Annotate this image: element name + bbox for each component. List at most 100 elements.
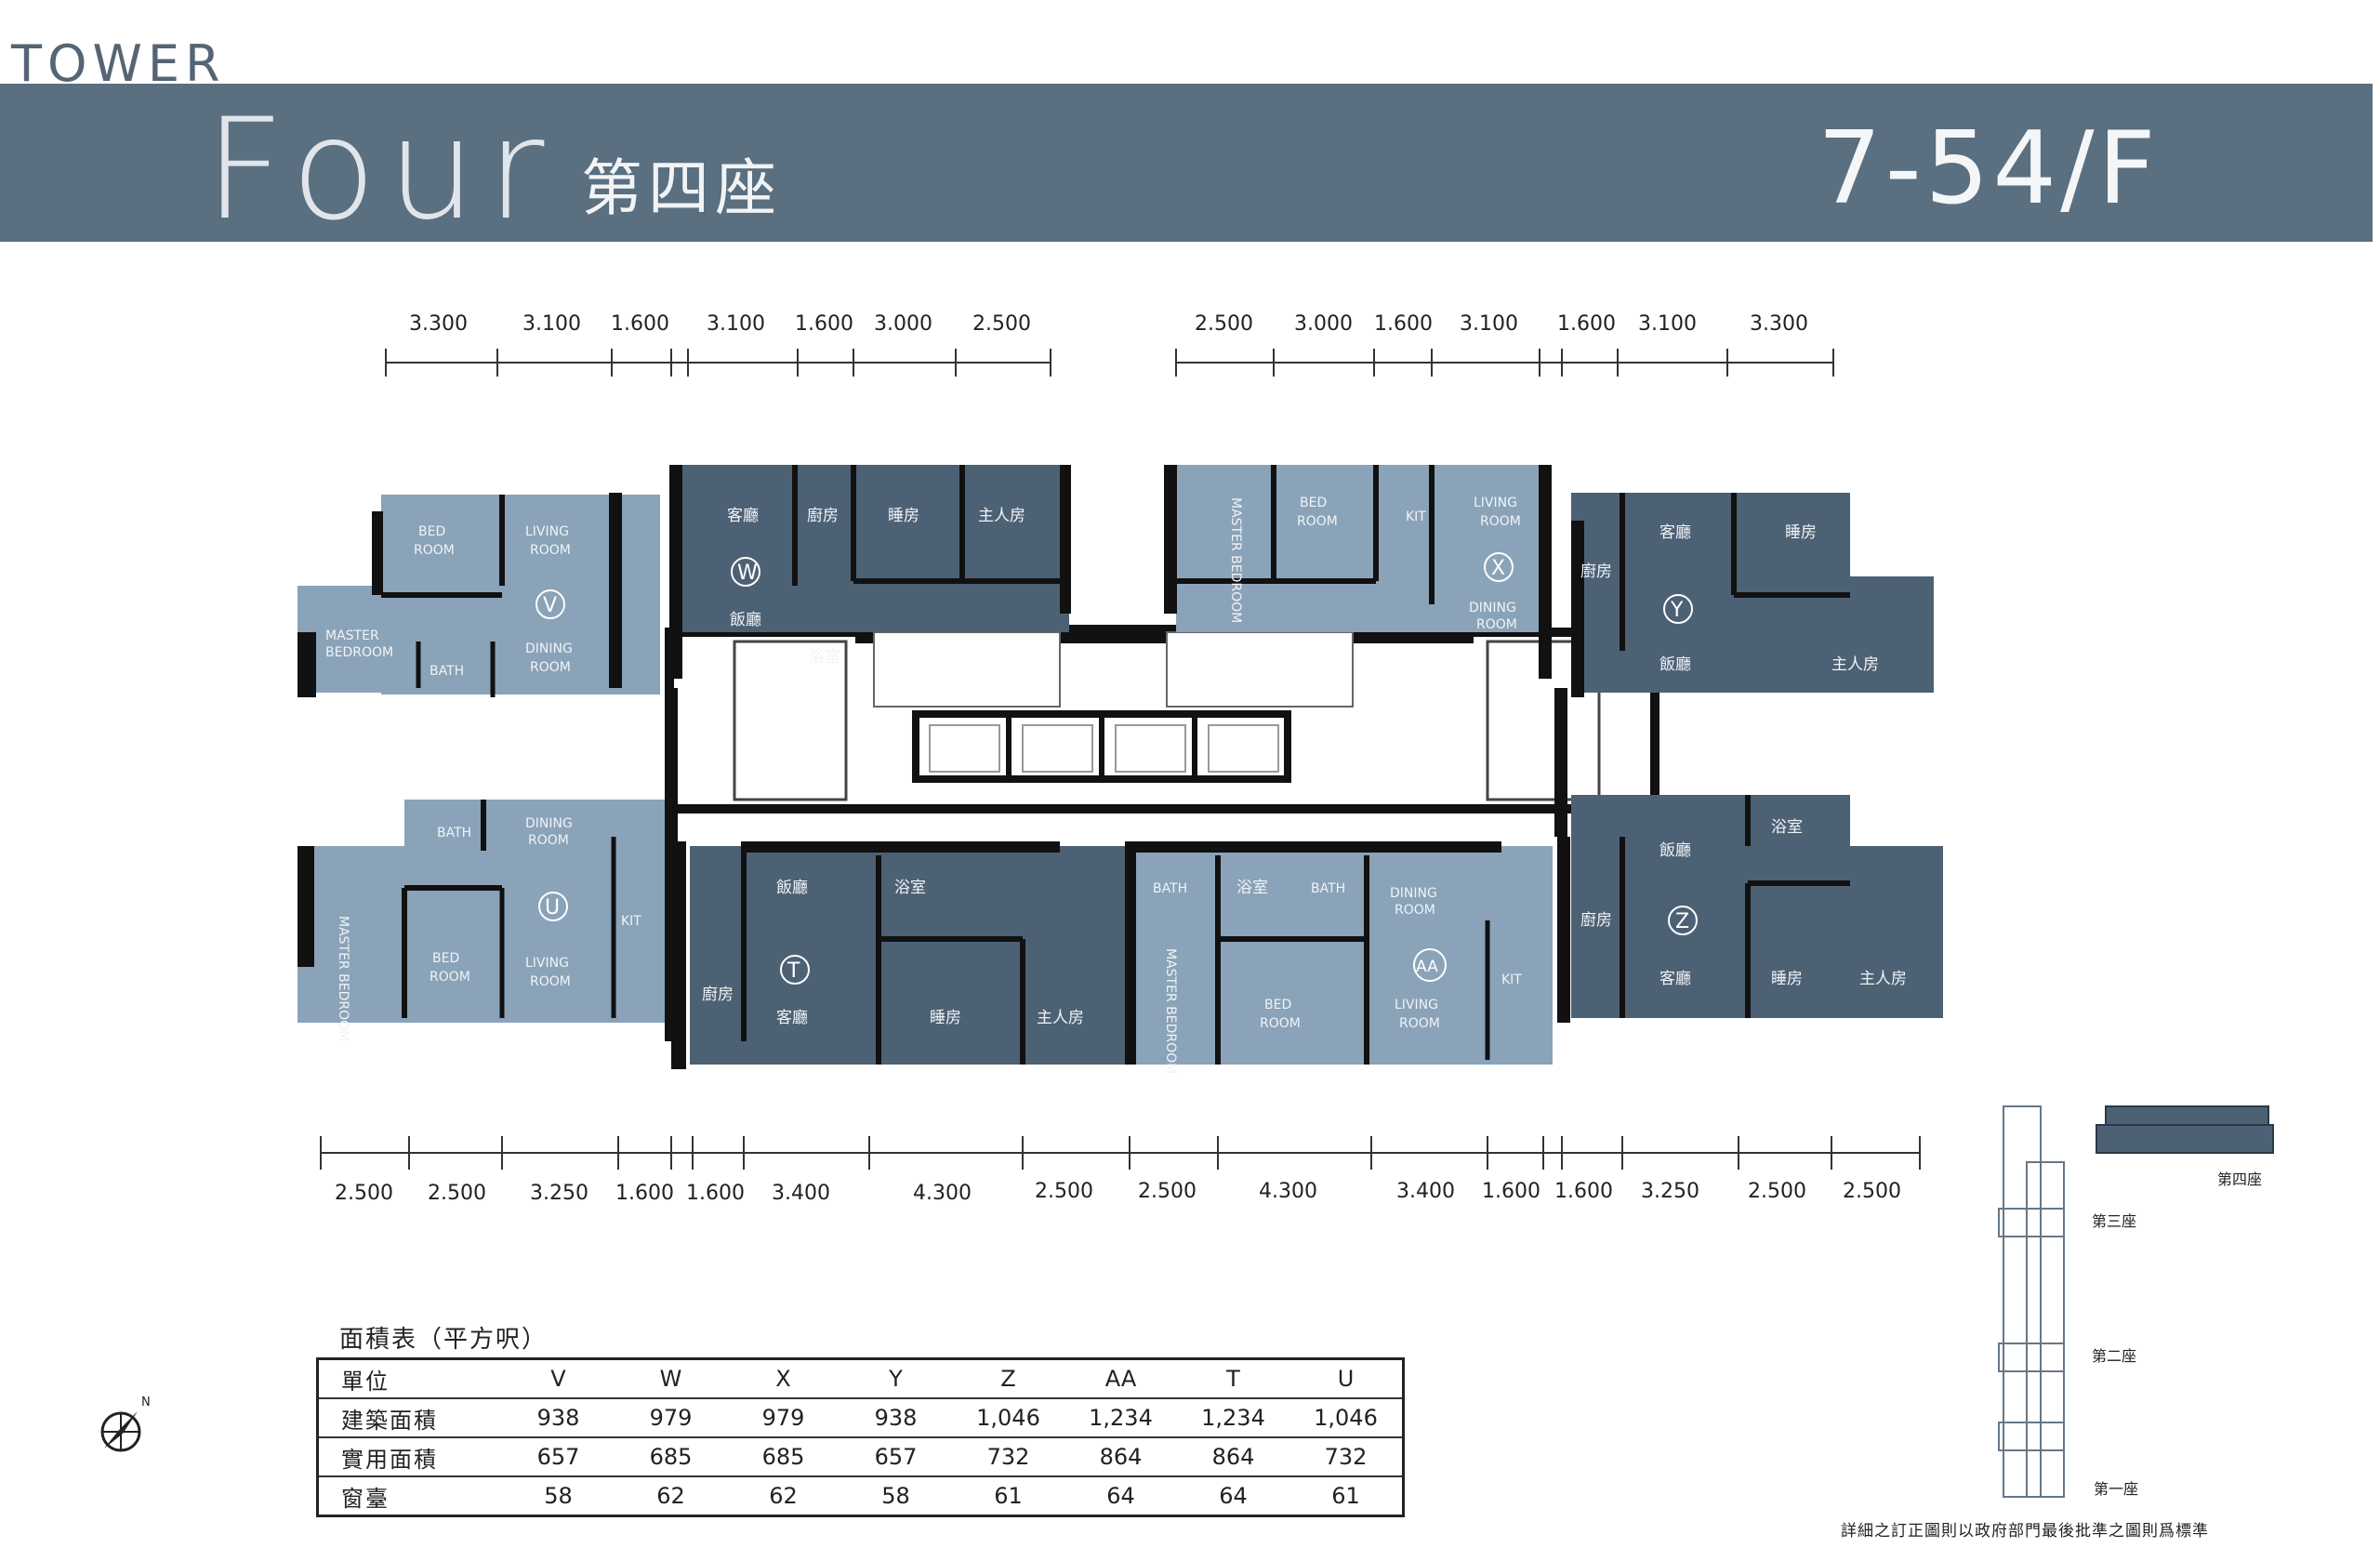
table-cell: 1,234 bbox=[1177, 1397, 1289, 1437]
title-chinese: 第四座 bbox=[581, 152, 782, 224]
table-cell: 58 bbox=[502, 1475, 615, 1516]
dimension-ruler-top-left bbox=[385, 349, 1051, 377]
room-label: ROOM bbox=[430, 970, 470, 985]
table-cell: 61 bbox=[952, 1475, 1064, 1516]
table-cell: AA bbox=[1104, 1366, 1137, 1392]
unit-w: 客廳 廚房 睡房 主人房 飯廳 浴室 W bbox=[669, 465, 1071, 679]
room-label: ROOM bbox=[414, 543, 455, 558]
dimension-label: 1.600 bbox=[1554, 1180, 1613, 1203]
room-label: 浴室 bbox=[1771, 818, 1803, 837]
room-label: LIVING bbox=[1395, 998, 1438, 1012]
dimension-label: 1.600 bbox=[1374, 312, 1433, 336]
unit-y: 客廳 睡房 廚房 飯廳 主人房 Y bbox=[1571, 493, 1934, 697]
dimension-label: 2.500 bbox=[1035, 1180, 1093, 1203]
room-label: DINING bbox=[525, 816, 573, 831]
dimension-label: 1.600 bbox=[611, 312, 669, 336]
table-cell: 979 bbox=[727, 1397, 840, 1437]
key-plan-tower2-label: 第二座 bbox=[2092, 1347, 2137, 1365]
area-table: 單位 V W X Y Z AA T U 建築面積 938 979 979 938… bbox=[316, 1357, 1405, 1517]
room-label: MASTER BEDROOM bbox=[1163, 948, 1178, 1074]
unit-letter: U bbox=[545, 896, 560, 919]
dimension-label: 3.000 bbox=[1294, 312, 1353, 336]
unit-aa: BATH 浴室 BATH DINING ROOM MASTER BEDROOM … bbox=[1125, 841, 1553, 1074]
table-cell: 64 bbox=[1177, 1475, 1289, 1516]
room-label: ROOM bbox=[1476, 617, 1517, 632]
room-label: BED bbox=[418, 524, 445, 539]
unit-letter: Y bbox=[1670, 599, 1684, 622]
room-label: ROOM bbox=[1399, 1016, 1440, 1031]
unit-z: 飯廳 浴室 廚房 客廳 睡房 主人房 Z bbox=[1557, 795, 1943, 1023]
dimension-label: 1.600 bbox=[1557, 312, 1616, 336]
table-cell: 1,046 bbox=[1289, 1397, 1404, 1437]
table-cell: 實用面積 bbox=[317, 1436, 502, 1476]
room-label: 廚房 bbox=[1580, 562, 1612, 581]
room-label: 主人房 bbox=[1831, 655, 1879, 674]
room-label: BATH bbox=[1311, 881, 1345, 896]
table-cell: W bbox=[659, 1366, 682, 1392]
room-label: ROOM bbox=[530, 974, 571, 989]
footer-note: 詳細之訂正圖則以政府部門最後批準之圖則爲標準 bbox=[1841, 1522, 2209, 1541]
unit-letter: T bbox=[787, 959, 800, 983]
dimension-label: 2.500 bbox=[428, 1182, 486, 1205]
room-label: 浴室 bbox=[894, 879, 926, 897]
room-label: KIT bbox=[1406, 509, 1426, 524]
table-cell: V bbox=[550, 1366, 566, 1392]
dimension-label: 4.300 bbox=[1259, 1180, 1317, 1203]
room-label: ROOM bbox=[530, 660, 571, 675]
table-cell: 單位 bbox=[341, 1368, 390, 1395]
unit-letter: V bbox=[543, 594, 557, 617]
room-label: LIVING bbox=[525, 524, 569, 539]
unit-u: BATH DINING ROOM MASTER BEDROOM BED ROOM… bbox=[298, 800, 678, 1041]
room-label: DINING bbox=[525, 642, 573, 656]
title-banner bbox=[0, 84, 2373, 242]
unit-letter: W bbox=[737, 562, 758, 585]
outer-walls bbox=[665, 688, 1567, 837]
table-cell: 61 bbox=[1289, 1475, 1404, 1516]
room-label: 廚房 bbox=[807, 506, 839, 525]
dimension-labels-top-left: 3.300 3.100 1.600 3.100 1.600 3.000 2.50… bbox=[409, 312, 1031, 336]
dimension-label: 3.100 bbox=[1638, 312, 1697, 336]
dimension-label: 1.600 bbox=[615, 1182, 674, 1205]
key-plan-tower4-label: 第四座 bbox=[2217, 1171, 2263, 1188]
compass-icon: N bbox=[100, 1396, 151, 1452]
table-row: 實用面積 657 685 685 657 732 864 864 732 bbox=[317, 1436, 1404, 1476]
table-cell: 64 bbox=[1064, 1475, 1177, 1516]
room-label: 睡房 bbox=[888, 507, 919, 525]
unit-t: 飯廳 浴室 廚房 客廳 睡房 主人房 T bbox=[671, 841, 1127, 1069]
dimension-label: 3.300 bbox=[1750, 312, 1808, 336]
dimension-label: 1.600 bbox=[686, 1182, 745, 1205]
table-cell: 58 bbox=[840, 1475, 952, 1516]
room-label: 睡房 bbox=[1785, 523, 1817, 542]
room-label: 飯廳 bbox=[776, 879, 808, 897]
dimension-labels-bottom: 2.500 2.500 3.250 1.600 1.600 3.400 4.30… bbox=[335, 1180, 1901, 1205]
room-label: 客廳 bbox=[1659, 523, 1691, 542]
table-row: 窗臺 58 62 62 58 61 64 64 61 bbox=[317, 1475, 1404, 1516]
dimension-label: 3.100 bbox=[707, 312, 765, 336]
room-label: BATH bbox=[437, 826, 471, 840]
table-cell: Y bbox=[889, 1366, 903, 1392]
room-label: 廚房 bbox=[702, 985, 734, 1004]
dimension-label: 3.300 bbox=[409, 312, 468, 336]
table-cell: 62 bbox=[727, 1475, 840, 1516]
table-cell: 657 bbox=[840, 1436, 952, 1476]
dimension-label: 3.100 bbox=[522, 312, 581, 336]
tower-label: TOWER bbox=[11, 34, 226, 93]
room-label: 睡房 bbox=[1771, 970, 1803, 988]
building-core bbox=[665, 625, 1659, 814]
key-plan-tower1-label: 第一座 bbox=[2094, 1480, 2139, 1498]
table-cell: T bbox=[1226, 1366, 1240, 1392]
room-label: MASTER BEDROOM bbox=[1228, 497, 1243, 623]
room-label: ROOM bbox=[1480, 514, 1521, 529]
room-label: ROOM bbox=[530, 543, 571, 558]
room-label: BATH bbox=[430, 664, 464, 679]
dimension-label: 3.250 bbox=[1641, 1180, 1699, 1203]
table-cell: 938 bbox=[502, 1397, 615, 1437]
table-cell: 979 bbox=[615, 1397, 727, 1437]
dimension-label: 3.400 bbox=[772, 1182, 830, 1205]
dimension-label: 3.000 bbox=[874, 312, 932, 336]
table-cell: 864 bbox=[1177, 1436, 1289, 1476]
dimension-label: 3.250 bbox=[530, 1182, 588, 1205]
room-label: BEDROOM bbox=[325, 645, 393, 660]
room-label: DINING bbox=[1469, 601, 1516, 615]
dimension-label: 3.400 bbox=[1396, 1180, 1455, 1203]
